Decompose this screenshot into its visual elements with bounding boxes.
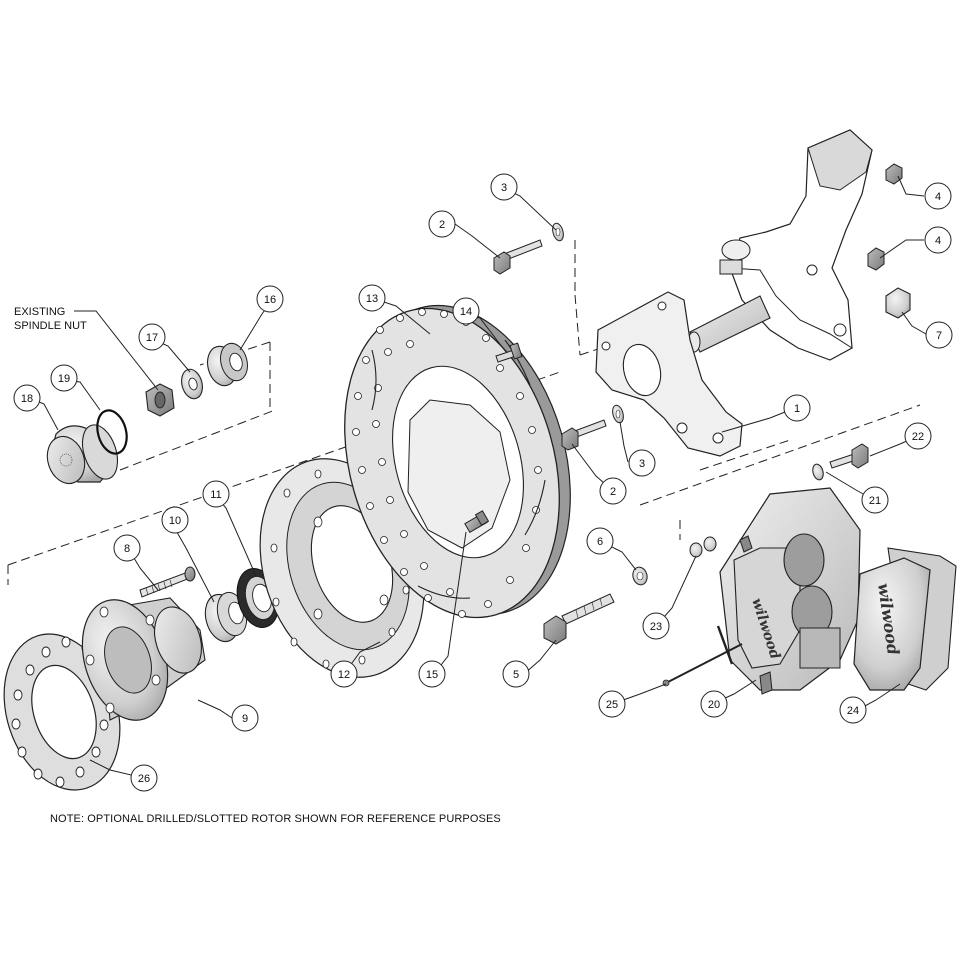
callout-24: 24 xyxy=(839,696,867,724)
callout-1: 1 xyxy=(783,394,811,422)
part-4-nut-lower xyxy=(867,247,885,271)
callout-23: 23 xyxy=(642,612,670,640)
part-14-screw xyxy=(495,342,523,363)
svg-text:4: 4 xyxy=(935,191,941,203)
svg-text:22: 22 xyxy=(912,431,924,443)
svg-text:2: 2 xyxy=(439,219,445,231)
part-20-caliper: wilwood xyxy=(719,487,861,695)
svg-text:10: 10 xyxy=(169,515,181,527)
svg-text:6: 6 xyxy=(597,536,603,548)
svg-text:14: 14 xyxy=(460,306,472,318)
callout-19: 19 xyxy=(50,364,78,392)
callout-17: 17 xyxy=(138,323,166,351)
svg-text:2: 2 xyxy=(610,486,616,498)
part-8-wheel-stud xyxy=(139,566,196,598)
svg-text:19: 19 xyxy=(58,373,70,385)
callout-20: 20 xyxy=(700,690,728,718)
part-25-pad-pin xyxy=(662,625,743,687)
existing-spindle-nut-label: EXISTING SPINDLE NUT xyxy=(14,306,159,391)
svg-text:4: 4 xyxy=(935,235,941,247)
svg-text:1: 1 xyxy=(794,403,800,415)
svg-text:5: 5 xyxy=(513,669,519,681)
callout-26: 26 xyxy=(130,764,158,792)
callout-6: 6 xyxy=(586,527,614,555)
callout-21: 21 xyxy=(861,486,889,514)
callout-18: 18 xyxy=(13,384,41,412)
rotor-slots xyxy=(371,339,546,599)
part-21-washer xyxy=(812,463,824,481)
part-15-rotor-bolt xyxy=(464,510,490,534)
svg-text:15: 15 xyxy=(426,669,438,681)
part-5-caliper-bolt xyxy=(543,593,615,645)
part-2-bracket-bolt-upper xyxy=(493,239,543,275)
part-6-washer xyxy=(632,566,648,586)
svg-text:3: 3 xyxy=(639,458,645,470)
svg-text:24: 24 xyxy=(847,705,859,717)
callout-2-upper: 2 xyxy=(428,210,456,238)
part-16-outer-bearing xyxy=(206,342,248,387)
part-3-washer-lower xyxy=(612,404,624,424)
callout-8: 8 xyxy=(113,534,141,562)
part-2-bracket-bolt-lower xyxy=(561,419,607,451)
reference-note: NOTE: OPTIONAL DRILLED/SLOTTED ROTOR SHO… xyxy=(50,813,501,825)
callout-9: 9 xyxy=(231,704,259,732)
part-7-hex-nut xyxy=(885,287,911,319)
svg-text:13: 13 xyxy=(366,293,378,305)
svg-text:18: 18 xyxy=(21,393,33,405)
existing-spindle-nut xyxy=(145,383,175,417)
svg-text:21: 21 xyxy=(869,495,881,507)
part-13-drilled-slotted-rotor xyxy=(344,304,571,619)
callout-15: 15 xyxy=(418,660,446,688)
existing-label-line1: EXISTING xyxy=(14,306,65,318)
svg-text:8: 8 xyxy=(124,543,130,555)
part-24-brake-pads: wilwood xyxy=(853,547,957,691)
existing-label-line2: SPINDLE NUT xyxy=(14,320,87,332)
svg-text:3: 3 xyxy=(501,182,507,194)
part-19-o-ring xyxy=(96,409,128,455)
callout-2-lower: 2 xyxy=(599,477,627,505)
callout-3-lower: 3 xyxy=(628,449,656,477)
callout-4-upper: 4 xyxy=(924,182,952,210)
callout-13: 13 xyxy=(358,284,386,312)
explode-lines xyxy=(7,240,921,585)
part-1-caliper-bracket xyxy=(595,291,743,457)
svg-text:11: 11 xyxy=(210,489,221,501)
svg-text:23: 23 xyxy=(650,621,662,633)
part-3-washer-upper xyxy=(552,222,564,242)
spindle-knuckle xyxy=(687,129,873,361)
callout-4-lower: 4 xyxy=(924,226,952,254)
callout-16: 16 xyxy=(256,285,284,313)
callout-3-upper: 3 xyxy=(490,173,518,201)
part-9-hub xyxy=(81,597,206,721)
part-17-washer xyxy=(181,368,203,400)
part-22-bolt xyxy=(829,443,869,469)
svg-text:26: 26 xyxy=(138,773,150,785)
callout-25: 25 xyxy=(598,690,626,718)
callout-12: 12 xyxy=(330,660,358,688)
callout-22: 22 xyxy=(904,422,932,450)
svg-text:7: 7 xyxy=(936,330,942,342)
rotor-drill-holes xyxy=(352,308,542,618)
part-4-nut-upper xyxy=(885,163,903,185)
part-23-shims xyxy=(689,536,717,558)
callout-14: 14 xyxy=(452,297,480,325)
callout-10: 10 xyxy=(161,506,189,534)
part-18-dust-cap xyxy=(46,424,119,485)
svg-text:12: 12 xyxy=(338,669,350,681)
callout-5: 5 xyxy=(502,660,530,688)
svg-text:20: 20 xyxy=(708,699,720,711)
svg-text:9: 9 xyxy=(242,713,248,725)
svg-text:25: 25 xyxy=(606,699,618,711)
svg-text:16: 16 xyxy=(264,294,276,306)
callout-7: 7 xyxy=(925,321,953,349)
callout-11: 11 xyxy=(202,480,230,508)
svg-text:17: 17 xyxy=(146,332,158,344)
callout-bubbles: 1 2 2 3 3 4 4 5 6 7 8 9 10 11 12 13 14 1… xyxy=(13,173,953,792)
